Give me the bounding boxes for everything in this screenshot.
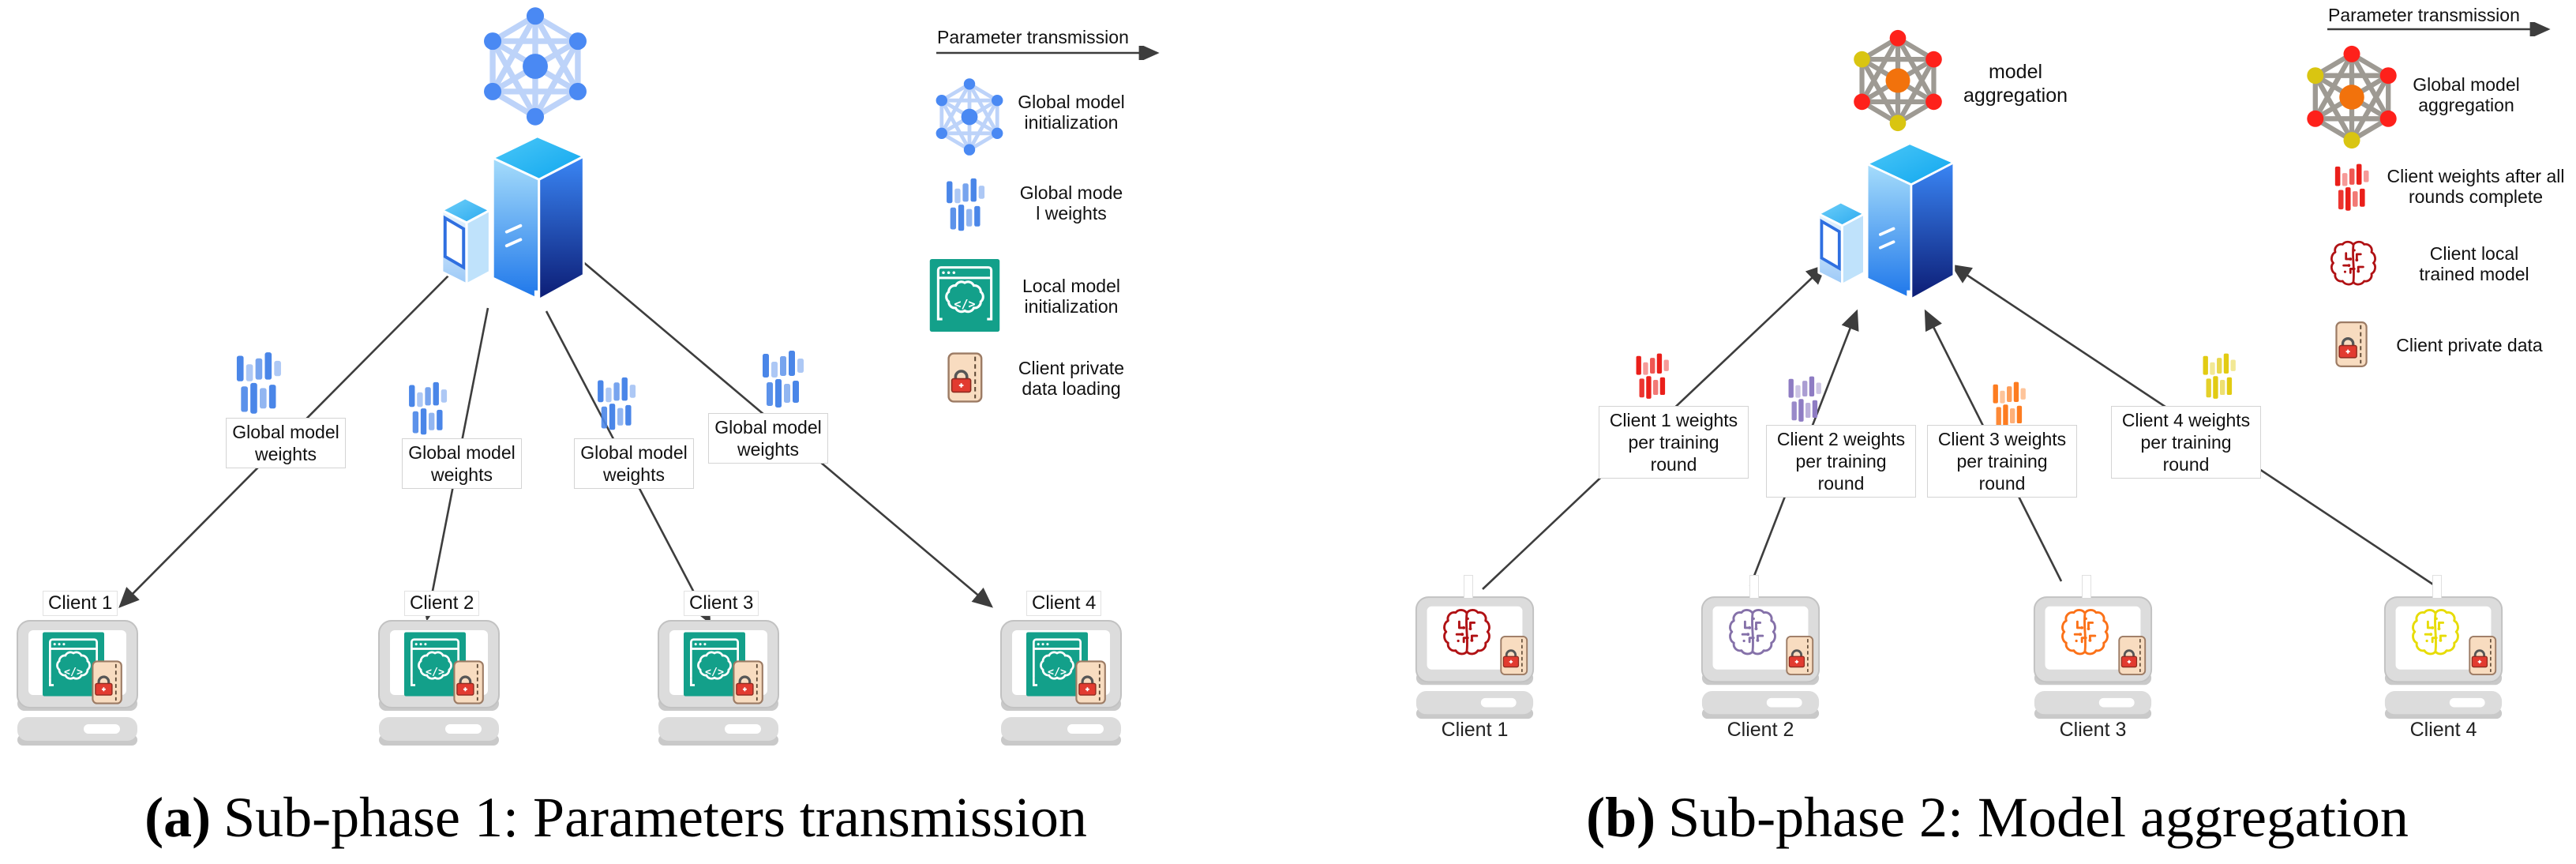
legend-transmission-arrow xyxy=(936,46,1160,60)
client-node: Client 4 xyxy=(998,591,1124,758)
model-aggregation-mesh-icon xyxy=(1849,28,1947,133)
client-label: Client 3 xyxy=(684,591,759,616)
client4-weights-icon xyxy=(2194,352,2246,401)
client-trained-model-icon xyxy=(2329,239,2378,287)
private-data-icon xyxy=(2118,635,2148,676)
global-weights-icon xyxy=(224,351,295,417)
client-trained-model-icon xyxy=(2060,607,2110,657)
private-data-icon xyxy=(92,660,125,704)
arrow-label: Global model weights xyxy=(226,418,346,468)
client-label: Client 3 xyxy=(2059,719,2127,741)
client-label: Client 1 xyxy=(1441,719,1509,741)
legend-title: Parameter transmission xyxy=(2328,5,2520,25)
client-label: Client 4 xyxy=(1026,591,1102,616)
legend-transmission-arrow xyxy=(2327,22,2551,36)
arrow-label: Client 1 weights per training round xyxy=(1599,406,1749,479)
legend-item-label: Client private data xyxy=(2396,335,2543,355)
arrow-label: Global model weights xyxy=(708,413,828,464)
client-node: Client 4 xyxy=(2382,575,2505,744)
server-icon xyxy=(439,131,593,310)
antenna-mark xyxy=(1464,575,1473,598)
client3-weights-icon xyxy=(1985,381,2035,430)
private-data-icon xyxy=(1075,660,1108,704)
client-label: Client 1 xyxy=(43,591,118,616)
private-data-icon xyxy=(2469,635,2499,676)
client-label: Client 4 xyxy=(2409,719,2477,741)
local-model-icon xyxy=(928,259,1001,332)
caption-subphase-2: (b)Sub-phase 2: Model aggregation xyxy=(1586,786,2409,849)
legend-item-label: Global model aggregation xyxy=(2413,74,2520,115)
client-node: Client 3 xyxy=(2031,575,2154,744)
global-model-mesh-icon xyxy=(932,77,1007,156)
legend-item-label: Global model initialization xyxy=(1018,92,1125,133)
antenna-mark xyxy=(2432,575,2442,598)
private-data-icon xyxy=(1500,635,1530,676)
caption-subphase-1: (a)Sub-phase 1: Parameters transmission xyxy=(144,786,1087,849)
private-data-icon xyxy=(1786,635,1816,676)
server-annotation: model aggregation xyxy=(1963,61,2068,107)
client-trained-model-icon xyxy=(1727,607,1778,657)
legend-item-label: Client private data loading xyxy=(1018,358,1125,399)
client-trained-model-icon xyxy=(1442,607,1492,657)
client1-weights-icon xyxy=(1627,352,1679,401)
arrow-label: Client 2 weights per training round xyxy=(1766,425,1916,498)
legend-item-label: Global mode l weights xyxy=(1019,182,1123,224)
client-node: Client 2 xyxy=(1699,575,1822,744)
arrow-label: Client 3 weights per training round xyxy=(1927,425,2077,498)
private-data-icon xyxy=(733,660,766,704)
arrow-label: Client 4 weights per training round xyxy=(2111,406,2261,479)
private-data-icon xyxy=(453,660,486,704)
legend-item-label: Client weights after all rounds complete xyxy=(2387,166,2565,207)
client-node: Client 1 xyxy=(1413,575,1536,744)
legend-item-label: Client local trained model xyxy=(2419,243,2529,284)
legend-title: Parameter transmission xyxy=(937,27,1129,47)
client-label: Client 2 xyxy=(404,591,480,616)
client-weights-icon xyxy=(2326,163,2379,213)
client-node: Client 2 xyxy=(376,591,502,758)
antenna-mark xyxy=(1749,575,1759,598)
antenna-mark xyxy=(2082,575,2091,598)
global-weights-icon xyxy=(752,349,816,411)
global-weights-icon xyxy=(587,376,647,433)
global-weights-icon xyxy=(936,177,996,234)
server-icon xyxy=(1816,139,1963,308)
arrow-label: Global model weights xyxy=(574,438,694,489)
global-weights-icon xyxy=(399,381,459,438)
model-aggregation-mesh-icon xyxy=(2302,39,2402,155)
client-label: Client 2 xyxy=(1727,719,1794,741)
client-node: Client 3 xyxy=(655,591,782,758)
client2-weights-icon xyxy=(1780,375,1831,424)
client-node: Client 1 xyxy=(14,591,141,758)
global-model-mesh-icon xyxy=(474,6,597,126)
private-data-icon xyxy=(947,352,985,403)
client-trained-model-icon xyxy=(2410,607,2461,657)
arrow-label: Global model weights xyxy=(402,438,522,489)
private-data-icon xyxy=(2335,321,2370,368)
legend-item-label: Local model initialization xyxy=(1022,276,1121,317)
